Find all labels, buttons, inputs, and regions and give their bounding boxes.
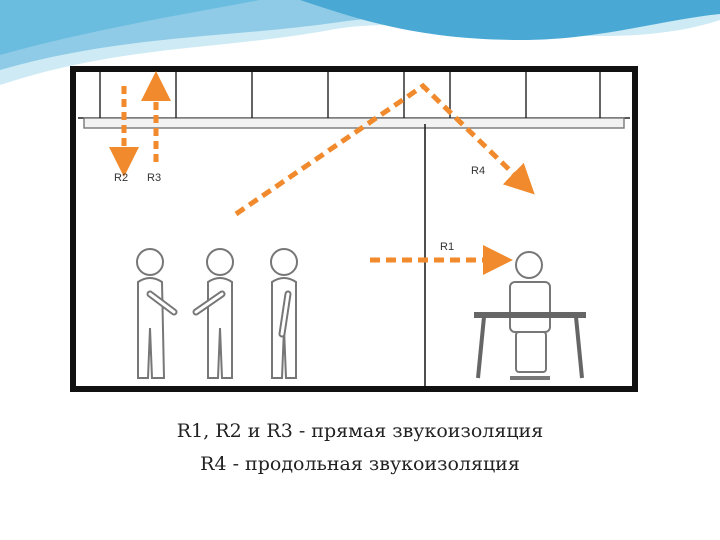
person-standing-2: [192, 248, 234, 379]
desk: [474, 312, 586, 379]
person-standing-1: [136, 248, 178, 379]
person-seated-at-desk: [509, 251, 551, 380]
label-r3: R3: [147, 172, 161, 184]
arrow-r4: [234, 82, 535, 217]
label-r4: R4: [471, 165, 485, 177]
label-r2: R2: [114, 172, 128, 184]
header-wave-decoration: [0, 0, 720, 85]
label-r1: R1: [440, 241, 454, 253]
suspended-ceiling: [78, 72, 630, 129]
sound-insulation-diagram: R2 R3 R4 R1: [70, 66, 638, 392]
person-standing-3: [270, 248, 298, 379]
caption-flanking-insulation: R4 - продольная звукоизоляция: [200, 453, 520, 475]
caption-direct-insulation: R1, R2 и R3 - прямая звукоизоляция: [176, 420, 544, 442]
